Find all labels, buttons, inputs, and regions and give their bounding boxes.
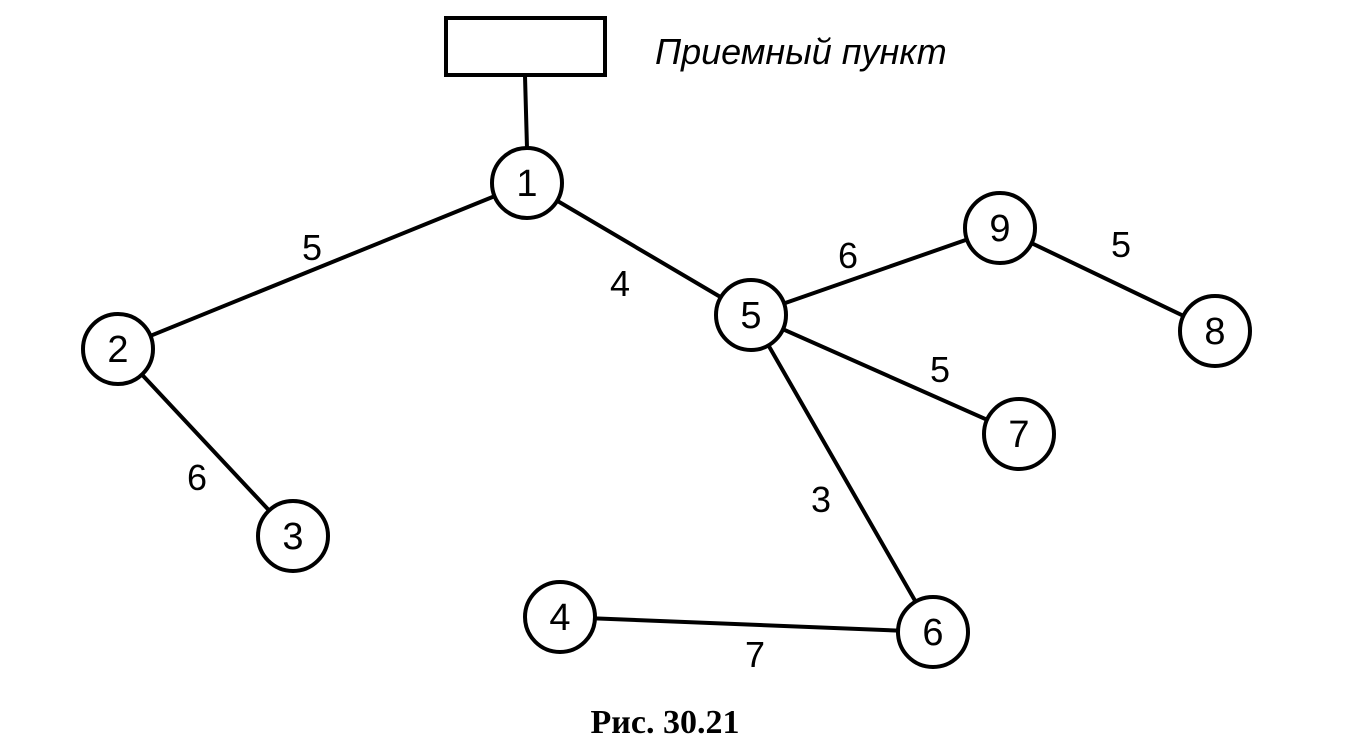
node-label-6: 6 xyxy=(922,612,943,654)
edge-weight-1-5: 4 xyxy=(610,263,630,304)
edge-weight-4-6: 7 xyxy=(745,634,765,675)
node-label-5: 5 xyxy=(740,295,761,337)
edge-weight-5-7: 5 xyxy=(930,349,950,390)
node-circle-5 xyxy=(714,278,788,352)
node-label-9: 9 xyxy=(989,208,1010,250)
node-circle-4 xyxy=(523,580,597,654)
edge-weight-9-8: 5 xyxy=(1111,224,1131,265)
node-circle-8 xyxy=(1178,294,1252,368)
node-circle-6 xyxy=(896,595,970,669)
reception-point: Приемный пункт xyxy=(444,16,947,150)
nodes-layer: 1 2 3 4 5 6 7 8 9 xyxy=(81,146,1252,669)
edge-1-2 xyxy=(116,181,529,351)
edge-5-6 xyxy=(749,313,935,634)
node-6: 6 xyxy=(896,595,970,669)
reception-point-box xyxy=(444,16,607,77)
figure-caption: Рис. 30.21 xyxy=(591,704,740,741)
edge-4-6 xyxy=(558,615,935,634)
node-circle-7 xyxy=(982,397,1056,471)
edge-9-8 xyxy=(998,226,1217,333)
edge-weight-5-6: 3 xyxy=(811,479,831,520)
node-5: 5 xyxy=(714,278,788,352)
node-circle-2 xyxy=(81,312,155,386)
edge-1-5 xyxy=(525,181,753,317)
node-1: 1 xyxy=(490,146,564,220)
node-circle-9 xyxy=(963,191,1037,265)
node-label-4: 4 xyxy=(549,597,570,639)
node-7: 7 xyxy=(982,397,1056,471)
edge-5-7 xyxy=(749,313,1021,436)
node-9: 9 xyxy=(963,191,1037,265)
edge-5-9 xyxy=(749,226,1002,317)
edge-weight-5-9: 6 xyxy=(838,235,858,276)
node-label-1: 1 xyxy=(516,163,537,205)
node-3: 3 xyxy=(256,499,330,573)
node-8: 8 xyxy=(1178,294,1252,368)
node-label-3: 3 xyxy=(282,516,303,558)
node-2: 2 xyxy=(81,312,155,386)
node-label-2: 2 xyxy=(107,329,128,371)
edge-weight-2-3: 6 xyxy=(187,457,207,498)
edge-2-3 xyxy=(116,347,295,538)
node-circle-3 xyxy=(256,499,330,573)
edge-weight-1-2: 5 xyxy=(302,227,322,268)
node-label-7: 7 xyxy=(1008,414,1029,456)
reception-point-label: Приемный пункт xyxy=(655,31,947,72)
edges-layer: 5 6 4 6 5 5 3 7 xyxy=(116,181,1217,675)
node-label-8: 8 xyxy=(1204,311,1225,353)
node-4: 4 xyxy=(523,580,597,654)
reception-connector xyxy=(523,74,529,150)
